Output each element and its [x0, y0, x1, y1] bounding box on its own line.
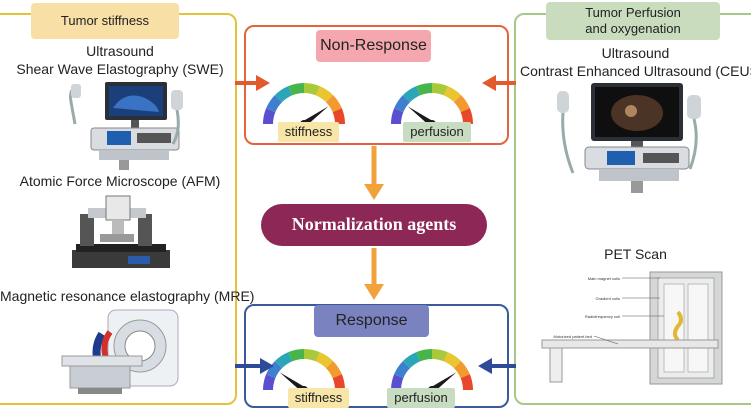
gauge-arc-segment — [263, 108, 276, 125]
pet-label-table: Motorized patient bed — [554, 334, 592, 339]
gauge-arc-segment — [315, 86, 333, 103]
perfusion-label-top: perfusion — [403, 122, 471, 142]
gauge-arc-segment — [275, 86, 293, 103]
gauge-needle — [279, 372, 306, 393]
normalization-agents-pill — [261, 204, 487, 246]
gauge-needle — [407, 106, 434, 127]
pet-label-rf: Radiofrequency coil — [585, 314, 620, 319]
gauge-arc-segment — [266, 361, 283, 379]
stiffness-label-top: stiffness — [278, 122, 339, 142]
arrow-left-to-response — [235, 358, 274, 374]
response-title: Response — [314, 305, 429, 337]
right-header-line2: and oxygenation — [585, 21, 681, 36]
gauge-arc-segment — [416, 83, 433, 96]
gauge-arc-segment — [431, 83, 448, 96]
gauge-arc-segment — [416, 349, 433, 362]
afm-microscope-icon — [72, 195, 170, 268]
gauge-arc-segment — [394, 361, 411, 379]
gauge-arc-segment — [263, 374, 276, 391]
gauge-arc-segment — [443, 86, 461, 103]
gauge-needle — [302, 106, 329, 127]
stiffness-label-bottom: stiffness — [288, 388, 349, 408]
arrow-nonresponse-to-normalization — [364, 146, 384, 200]
gauge-arc-segment — [275, 352, 293, 369]
perfusion-gauge-bottom — [391, 349, 473, 394]
gauge-arc-segment — [332, 108, 345, 125]
gauge-arc-segment — [460, 374, 473, 391]
gauge-arc-segment — [391, 108, 404, 125]
gauge-arc-segment — [431, 349, 448, 362]
gauge-arc-segment — [453, 361, 470, 379]
arrow-left-to-nonresponse — [235, 75, 270, 91]
gauge-needle — [430, 372, 457, 393]
swe-title-line2: Shear Wave Elastography (SWE) — [16, 61, 224, 77]
ceus-ultrasound-machine-icon — [557, 83, 701, 193]
non-response-title: Non-Response — [316, 30, 431, 62]
ceus-title-line2: Contrast Enhanced Ultrasound (CEUS) — [520, 63, 751, 79]
perfusion-gauge-top — [391, 83, 473, 128]
swe-ultrasound-machine-icon — [69, 82, 183, 170]
ceus-title-line1: Ultrasound — [601, 45, 670, 61]
arrow-right-to-nonresponse — [482, 75, 516, 91]
swe-title-line1: Ultrasound — [86, 43, 154, 59]
gauge-arc-segment — [325, 95, 342, 113]
gauge-arc-segment — [303, 83, 320, 96]
right-panel-header: Tumor Perfusion and oxygenation — [546, 2, 720, 40]
right-header-line1: Tumor Perfusion — [585, 5, 681, 20]
gauge-arc-segment — [266, 95, 283, 113]
mre-title: Magnetic resonance elastography (MRE) — [0, 288, 255, 304]
arrow-normalization-to-response — [364, 248, 384, 300]
gauge-arc-segment — [443, 352, 461, 369]
gauge-arc-segment — [325, 361, 342, 379]
normalization-agents-label: Normalization agents — [291, 214, 457, 234]
gauge-arc-segment — [303, 349, 320, 362]
pet-label-magnet: Main magnet coils — [588, 276, 620, 281]
gauge-arc-segment — [288, 349, 305, 362]
stiffness-gauge-top — [263, 83, 345, 128]
gauge-arc-segment — [403, 352, 421, 369]
left-panel-header: Tumor stiffness — [31, 3, 179, 39]
gauge-arc-segment — [288, 83, 305, 96]
pet-label-gradient: Gradient coils — [596, 296, 620, 301]
gauge-arc-segment — [453, 95, 470, 113]
pet-scanner-icon: Main magnet coils Gradient coils Radiofr… — [541, 271, 723, 385]
pet-title: PET Scan — [604, 246, 667, 262]
arrow-right-to-response — [478, 358, 516, 374]
gauge-arc-segment — [315, 352, 333, 369]
non-response-gauges — [263, 83, 473, 128]
gauge-arc-segment — [403, 86, 421, 103]
mri-scanner-icon — [61, 309, 179, 394]
perfusion-label-bottom: perfusion — [387, 388, 455, 408]
gauge-arc-segment — [394, 95, 411, 113]
afm-title: Atomic Force Microscope (AFM) — [19, 173, 221, 189]
